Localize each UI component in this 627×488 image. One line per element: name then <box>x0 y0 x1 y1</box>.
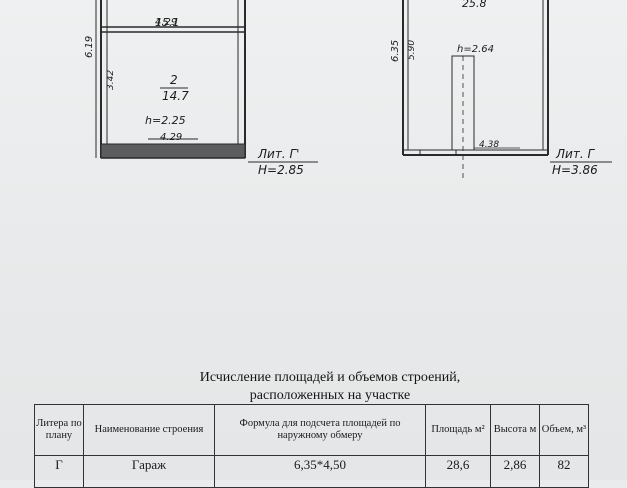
right-room-height: h=2.64 <box>457 44 494 55</box>
right-litera: Лит. Г <box>555 147 595 161</box>
left-top-area: 15.1 <box>155 16 180 29</box>
left-H: H=2.85 <box>258 163 304 177</box>
left-litera: Лит. Г' <box>257 147 299 161</box>
cell-volume: 82 <box>539 455 589 488</box>
header-litera: Литера по плану <box>34 404 84 456</box>
right-height-inner: 5.90 <box>407 40 417 60</box>
cell-litera: Г <box>34 455 84 488</box>
left-room-number: 2 <box>170 73 178 87</box>
calculation-table: Литера по плану Наименование строения Фо… <box>34 404 589 488</box>
header-name: Наименование строения <box>83 404 215 456</box>
left-bottom-dim: 4.29 <box>160 132 182 143</box>
plan-left <box>95 0 246 159</box>
header-height: Высота м <box>490 404 540 456</box>
right-top-area: 25.8 <box>462 0 487 10</box>
table-row: Г Гараж 6,35*4,50 28,6 2,86 82 <box>34 455 589 488</box>
cell-height: 2,86 <box>490 455 540 488</box>
right-bottom-dim: 4.38 <box>479 140 499 150</box>
cell-formula: 6,35*4,50 <box>214 455 426 488</box>
cell-name: Гараж <box>83 455 215 488</box>
right-H: H=3.86 <box>552 163 598 177</box>
caption-line1: Исчисление площадей и объемов строений, <box>199 370 461 385</box>
header-area: Площадь м² <box>425 404 491 456</box>
table-header-row: Литера по плану Наименование строения Фо… <box>34 404 589 456</box>
plan-right <box>402 0 549 182</box>
left-height-outer: 6.19 <box>84 36 95 58</box>
left-room-height: h=2.25 <box>145 114 186 127</box>
header-volume: Объем, м³ <box>539 404 589 456</box>
header-formula: Формула для подсчета площадей по наружно… <box>214 404 426 456</box>
left-height-inner: 3.42 <box>106 70 116 90</box>
cell-area: 28,6 <box>425 455 491 488</box>
left-upper-dim: 4.29 <box>155 17 177 28</box>
left-room-area: 14.7 <box>162 89 189 103</box>
right-height-outer: 6.35 <box>390 40 401 62</box>
caption-line2: расположенных на участке <box>249 388 411 403</box>
